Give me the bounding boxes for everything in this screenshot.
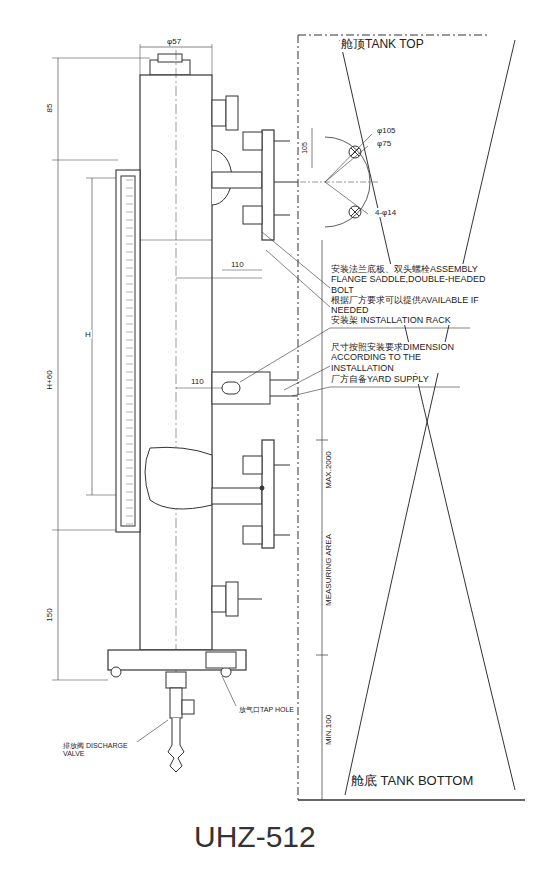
note-label: 安装法兰底板、双头螺栓ASSEMBLY FLANGE SADDLE,DOUBLE… [330,264,497,295]
height-dim: H [84,330,92,339]
length-dim: 110 [190,377,205,386]
flange-dim: φ75 [376,139,392,148]
range-dim: MEASURING AREA [324,533,333,607]
height-dim: 150 [45,607,54,622]
tank-top-label: 舱顶TANK TOP [340,38,425,52]
note-label: 厂方自备YARD SUPPLY [330,374,430,384]
diameter-dim: φ57 [166,37,182,46]
flange-dim: φ105 [376,126,397,135]
part-label: 放气口TAP HOLE [238,706,295,714]
range-dim: MAX.2000 [324,450,333,489]
tank-bottom-label: 舱底 TANK BOTTOM [350,774,474,789]
model-caption: UHZ-512 [194,820,316,854]
note-label: 安装架 INSTALLATION RACK [330,315,452,325]
range-dim: MIN.100 [324,714,333,746]
height-dim: H+60 [45,369,54,390]
flange-dim: 4-φ14 [374,208,397,217]
length-dim: 110 [230,260,245,269]
note-label: 尺寸按照安装要求DIMENSION ACCORDING TO THE INSTA… [330,342,482,373]
height-dim: 85 [45,103,54,114]
part-label: 排放阀 DISCHARGE VALVE [62,742,144,758]
note-label: 根据厂方要求可以提供AVAILABLE IF NEEDED [330,295,507,316]
flange-dim: 105 [301,141,309,155]
